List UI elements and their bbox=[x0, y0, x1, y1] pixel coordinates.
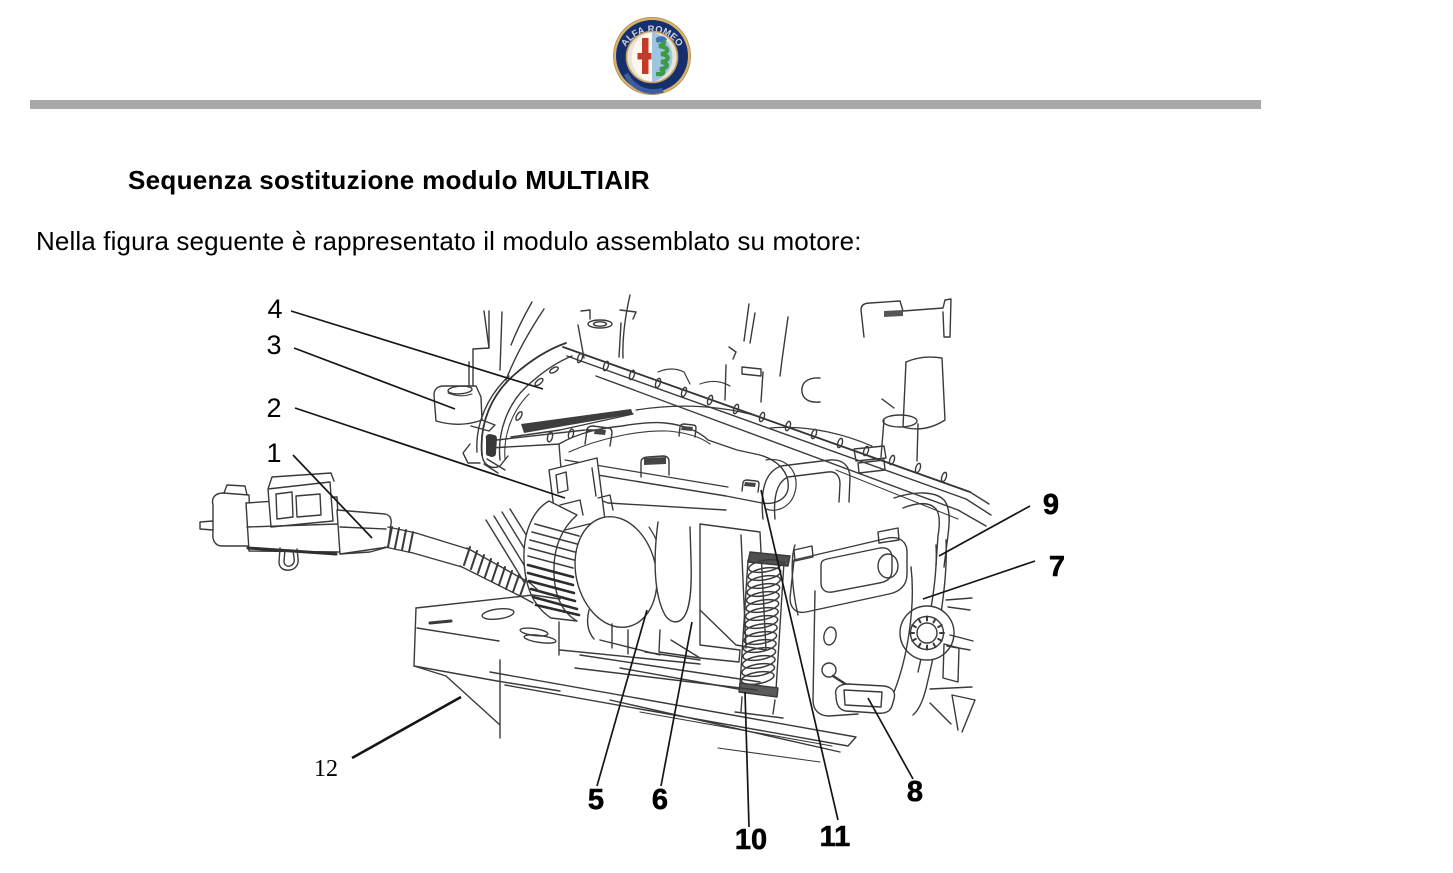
svg-text:2: 2 bbox=[266, 393, 281, 423]
svg-text:1: 1 bbox=[266, 438, 281, 468]
svg-text:12: 12 bbox=[314, 756, 338, 782]
svg-text:11: 11 bbox=[820, 821, 851, 853]
svg-text:5: 5 bbox=[588, 784, 604, 816]
svg-text:6: 6 bbox=[652, 784, 668, 816]
svg-text:4: 4 bbox=[267, 294, 282, 324]
svg-text:7: 7 bbox=[1049, 551, 1065, 583]
svg-text:9: 9 bbox=[1043, 489, 1059, 521]
svg-text:8: 8 bbox=[907, 776, 923, 808]
svg-text:3: 3 bbox=[266, 330, 281, 360]
svg-text:10: 10 bbox=[735, 824, 767, 856]
